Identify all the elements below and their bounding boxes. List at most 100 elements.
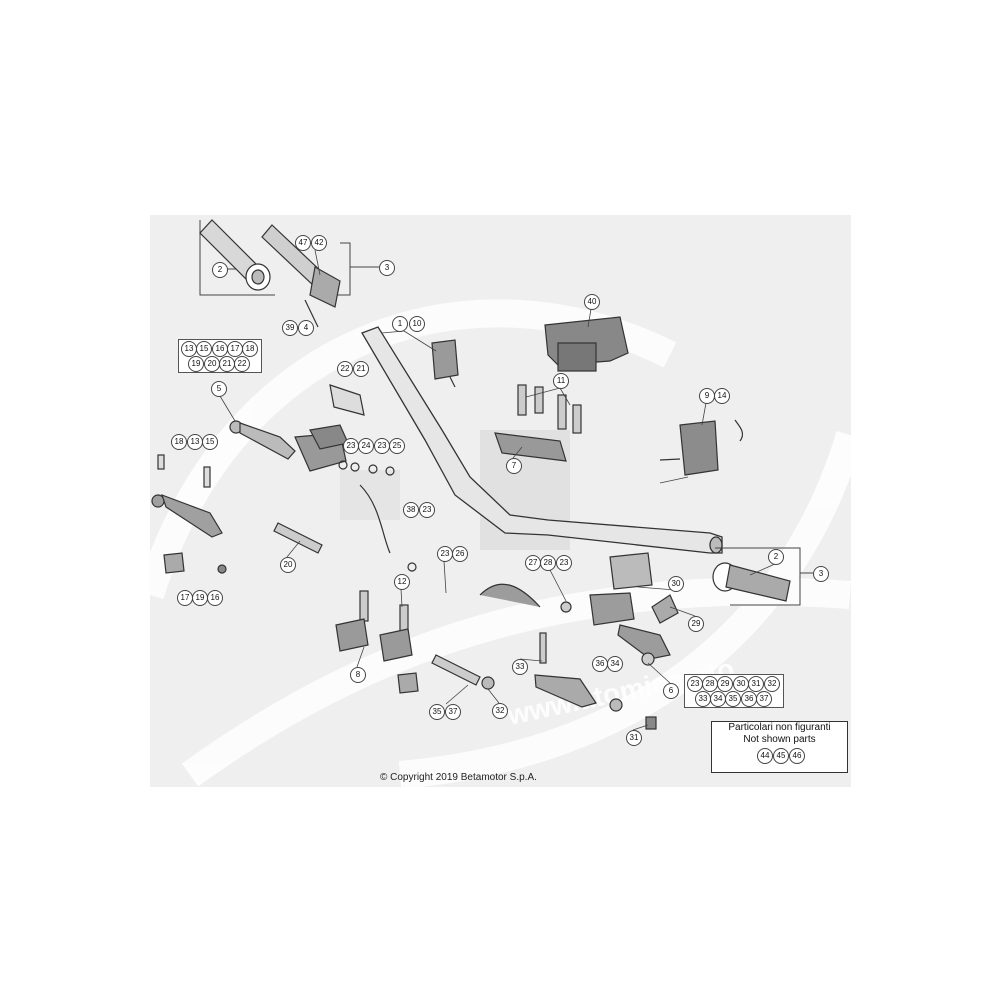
right-grip-bracket [715, 547, 813, 606]
part-callout: 30 [668, 576, 684, 592]
cable-adjuster [273, 522, 323, 554]
part-callout: 31 [748, 676, 764, 692]
part-callout: 5 [211, 381, 227, 397]
nut [645, 716, 657, 730]
part-callout: 10 [409, 316, 425, 332]
part-callout: 21 [353, 361, 369, 377]
part-callout: 14 [714, 388, 730, 404]
part-callout: 18 [171, 434, 187, 450]
lower-clamp [335, 590, 413, 662]
brake-lever [534, 632, 623, 712]
part-callout: 15 [196, 341, 212, 357]
part-callout: 35 [429, 704, 445, 720]
part-callout: 6 [663, 683, 679, 699]
part-callout: 22 [337, 361, 353, 377]
part-callout: 31 [626, 730, 642, 746]
part-callout: 29 [688, 616, 704, 632]
part-callout: 37 [445, 704, 461, 720]
part-callout: 2 [212, 262, 228, 278]
part-callout: 13 [187, 434, 203, 450]
right-grip [712, 562, 791, 602]
part-callout: 42 [311, 235, 327, 251]
part-callout: 13 [181, 341, 197, 357]
part-callout: 11 [553, 373, 569, 389]
part-callout: 33 [512, 659, 528, 675]
part-callout: 17 [177, 590, 193, 606]
part-callout: 12 [394, 574, 410, 590]
display-unit [544, 316, 629, 372]
part-callout: 9 [699, 388, 715, 404]
part-callout: 15 [202, 434, 218, 450]
right-switch [659, 419, 744, 476]
not-shown-parts-note: Particolari non figuranti Not shown part… [711, 721, 848, 773]
part-callout: 18 [242, 341, 258, 357]
small-clip [163, 552, 227, 574]
note-line-english: Not shown parts [743, 734, 816, 745]
note-part-callout: 44 [757, 748, 773, 764]
part-callout: 32 [492, 703, 508, 719]
part-callout: 47 [295, 235, 311, 251]
note-line-italian: Particolari non figuranti [728, 722, 831, 733]
part-callout: 1 [392, 316, 408, 332]
part-callout: 16 [212, 341, 228, 357]
leader-lines [219, 249, 776, 731]
part-callout: 40 [584, 294, 600, 310]
part-callout: 23 [437, 546, 453, 562]
part-callout: 36 [741, 691, 757, 707]
part-callout: 3 [379, 260, 395, 276]
part-callout: 23 [343, 438, 359, 454]
note-part-callout: 46 [789, 748, 805, 764]
part-callout: 8 [350, 667, 366, 683]
part-callout: 23 [687, 676, 703, 692]
part-callout: 29 [717, 676, 733, 692]
hot-start-lever [151, 454, 223, 538]
note-part-numbers: 44 45 46 [712, 748, 847, 764]
part-callout: 23 [556, 555, 572, 571]
handlebar [361, 326, 723, 554]
parts-diagram: www.atomicmoto [150, 215, 851, 787]
throttle-grip [261, 224, 341, 328]
clamp-bolts [517, 384, 582, 434]
part-callout: 28 [540, 555, 556, 571]
part-callout: 24 [358, 438, 374, 454]
part-callout: 36 [592, 656, 608, 672]
part-callout: 23 [374, 438, 390, 454]
switch-assembly [431, 339, 459, 388]
part-callout: 38 [403, 502, 419, 518]
part-callout: 21 [219, 356, 235, 372]
part-callout: 28 [702, 676, 718, 692]
part-callout: 25 [389, 438, 405, 454]
part-callout: 20 [280, 557, 296, 573]
note-part-callout: 45 [773, 748, 789, 764]
part-callout: 33 [695, 691, 711, 707]
part-callout: 37 [756, 691, 772, 707]
part-callout: 32 [764, 676, 780, 692]
part-callout: 30 [733, 676, 749, 692]
copyright-notice: © Copyright 2019 Betamotor S.p.A. [380, 772, 537, 783]
part-callout: 4 [298, 320, 314, 336]
exploded-view-drawing: www.atomicmoto [150, 219, 851, 787]
part-callout: 27 [525, 555, 541, 571]
brake-master-cylinder [479, 552, 671, 666]
cable-clamp [329, 384, 365, 416]
part-callout: 19 [192, 590, 208, 606]
left-grip [199, 219, 271, 291]
part-callout: 26 [452, 546, 468, 562]
part-callout: 39 [282, 320, 298, 336]
part-callout: 23 [419, 502, 435, 518]
bracket-clip [397, 654, 495, 694]
clutch-lever-assembly [229, 420, 349, 472]
part-callout: 16 [207, 590, 223, 606]
clutch-hose [338, 460, 417, 572]
part-callout: 17 [227, 341, 243, 357]
part-callout: 34 [607, 656, 623, 672]
part-callout: 7 [506, 458, 522, 474]
part-callout: 35 [725, 691, 741, 707]
top-clamp [494, 432, 567, 462]
part-callout: 20 [204, 356, 220, 372]
part-callout: 2 [768, 549, 784, 565]
part-callout: 34 [710, 691, 726, 707]
part-callout: 3 [813, 566, 829, 582]
part-callout: 22 [234, 356, 250, 372]
mirror-bracket [651, 594, 679, 624]
